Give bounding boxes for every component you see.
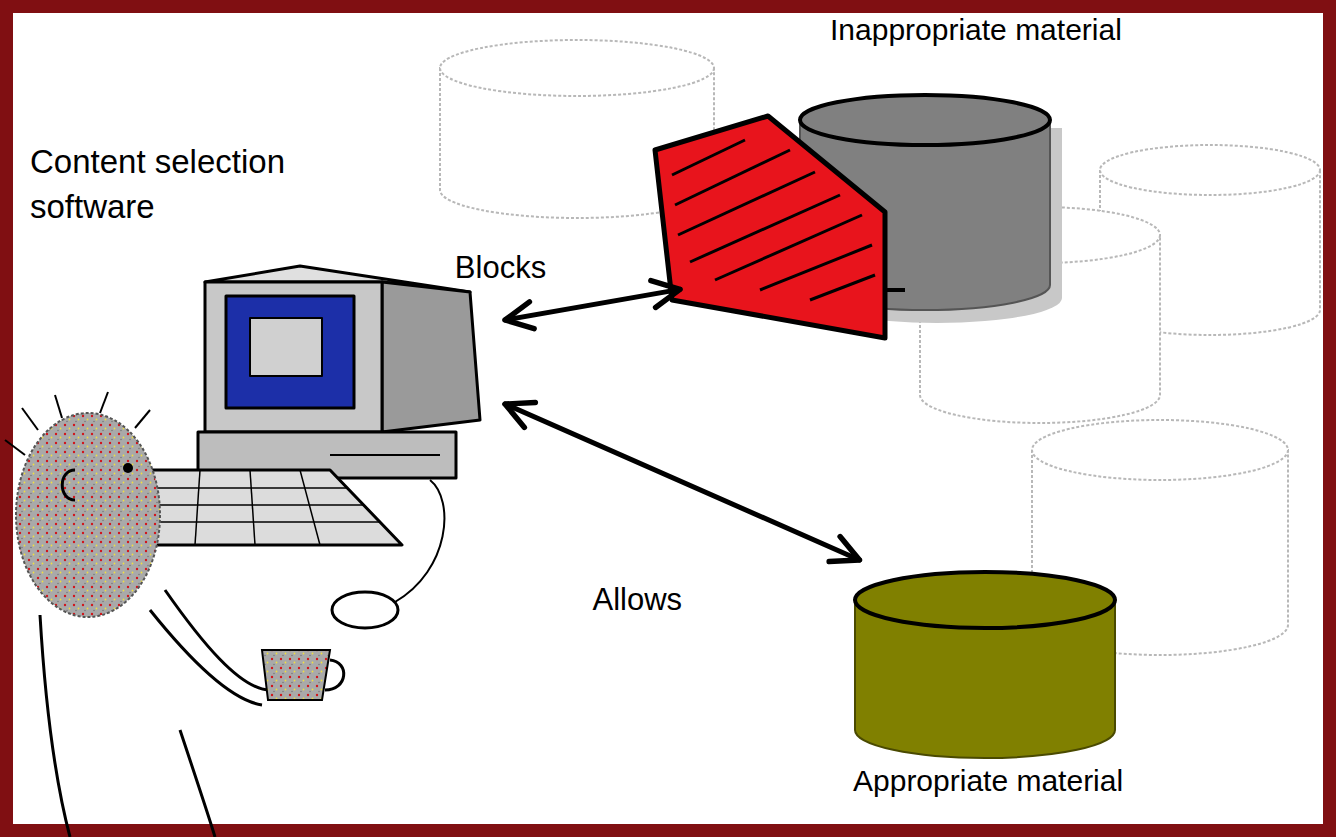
computer-illustration (138, 266, 480, 628)
edge-label: Allows (592, 582, 682, 618)
panel-face (655, 116, 885, 338)
monitor-screen (226, 296, 354, 408)
computer-node: Content selection software (195, 260, 505, 560)
person-back (40, 615, 70, 837)
person-ear (62, 470, 75, 500)
arrow-connector (505, 289, 680, 320)
keyboard (138, 470, 402, 545)
mouse-cord (395, 480, 444, 602)
person-eye (123, 463, 133, 473)
database-top (1100, 145, 1320, 195)
monitor-front (205, 282, 382, 432)
database-top (1032, 420, 1288, 480)
drive-slot (330, 454, 440, 456)
edge-label: Blocks (455, 250, 546, 286)
screen-window (250, 318, 322, 376)
database-top (440, 40, 714, 96)
database-label: Appropriate material (853, 763, 1143, 799)
database-label: Inappropriate material (830, 12, 1130, 48)
allowed-database (855, 572, 1115, 758)
arrow-connector (505, 404, 860, 560)
person-body (180, 730, 215, 837)
mouse (332, 592, 398, 628)
person-head (16, 413, 160, 617)
empty-databases (440, 40, 1320, 655)
monitor-side (382, 282, 480, 432)
panel-hatching (672, 140, 875, 300)
person-hair (5, 392, 150, 455)
database-top (855, 572, 1115, 628)
person-illustration (5, 392, 344, 837)
mug-handle (325, 660, 344, 690)
person-arm (165, 590, 270, 690)
coffee-mug (262, 650, 330, 700)
keyboard-keys (142, 470, 380, 545)
database-node: Appropriate material (845, 560, 1135, 830)
database-top (800, 95, 1050, 145)
database-node: Inappropriate material (680, 15, 1120, 310)
software-label: Content selection software (30, 139, 310, 229)
canvas-area (13, 13, 1323, 824)
blocking-panel (655, 116, 885, 338)
person-arm (150, 610, 262, 705)
